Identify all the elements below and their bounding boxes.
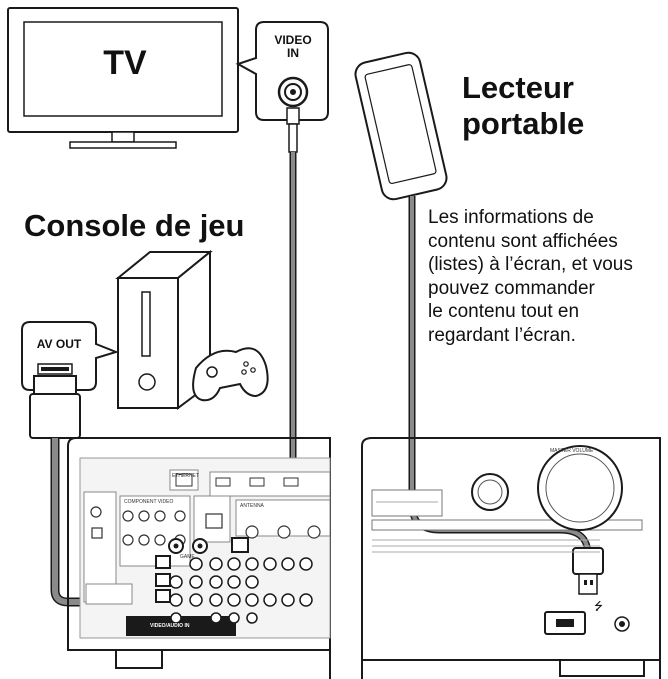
ethernet-label: ETHERNET [172, 473, 199, 479]
receiver-back-foot [115, 649, 163, 669]
gamepad-icon [192, 347, 269, 402]
description-line: le contenu tout en [428, 301, 580, 322]
av-out-label: AV OUT [36, 337, 82, 351]
tv-label: TV [103, 44, 147, 82]
video-audio-in-label: VIDEO/AUDIO IN [150, 623, 190, 629]
rca-jacks [168, 538, 313, 624]
antenna-label: ANTENNA [240, 503, 264, 509]
video-in-label-line1: VIDEO [274, 33, 312, 47]
portable-player [354, 51, 448, 201]
console-label: Console de jeu [24, 208, 245, 243]
tv-illustration [7, 7, 239, 149]
usb-symbol-icon: ⭍ [594, 601, 604, 613]
master-volume-label: MASTER VOLUME [550, 448, 594, 454]
portable-label-line2: portable [462, 106, 585, 141]
receiver-front-panel [361, 437, 661, 679]
description-line: pouvez commander [428, 277, 595, 299]
description-line: Les informations de [428, 207, 594, 228]
av-out-callout [21, 321, 120, 391]
rca-plugs [155, 537, 249, 603]
description-line: regardant l’écran. [428, 324, 576, 346]
description-line: (listes) à l’écran, et vous [428, 254, 633, 275]
video-in-callout [235, 21, 329, 121]
video-in-label-line2: IN [287, 46, 299, 60]
component-video-label: COMPONENT VIDEO [124, 499, 174, 505]
description-line: contenu sont affichées [428, 230, 618, 252]
description-text: Les informations de contenu sont affiché… [428, 206, 664, 347]
portable-label-line1: Lecteur [462, 70, 574, 105]
game-label: GAME [180, 554, 195, 560]
